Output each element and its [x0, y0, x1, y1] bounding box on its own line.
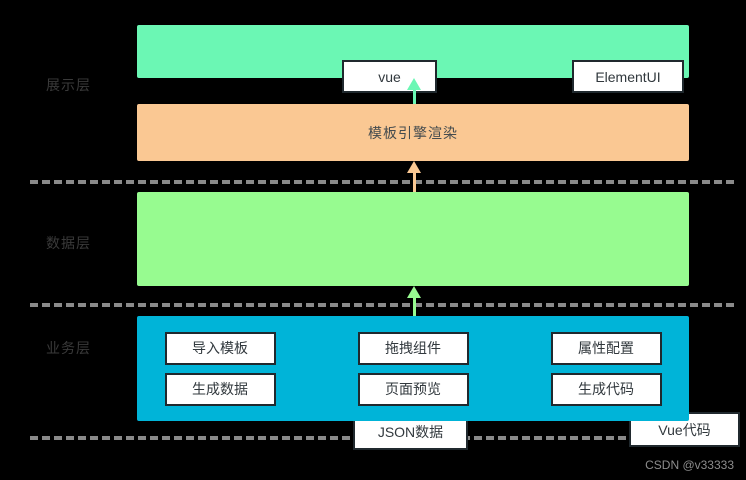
layer-label-presentation: 展示层	[46, 77, 91, 93]
arrow-shaft	[412, 171, 416, 202]
arrowhead-icon	[407, 161, 421, 173]
arrowhead-icon	[407, 78, 421, 90]
separator-data-business	[30, 303, 734, 307]
block-template-engine: 模板引擎渲染	[137, 104, 689, 161]
layer-label-data: 数据层	[46, 235, 91, 251]
block-business-layer: 导入模板 拖拽组件 属性配置 生成数据 页面预览 生成代码	[137, 316, 689, 421]
template-engine-label: 模板引擎渲染	[368, 124, 458, 141]
node-generate-code[interactable]: 生成代码	[550, 372, 662, 406]
layer-label-business: 业务层	[46, 340, 91, 356]
watermark: CSDN @v33333	[645, 458, 734, 472]
node-page-preview[interactable]: 页面预览	[357, 372, 469, 406]
block-data-layer: JSON数据 Vue代码	[137, 192, 740, 450]
node-property-config[interactable]: 属性配置	[550, 331, 662, 365]
arrow-shaft	[412, 88, 416, 114]
arrow-shaft	[412, 296, 416, 326]
block-frameworks: vue ElementUI	[137, 25, 689, 93]
arrowhead-icon	[407, 286, 421, 298]
node-elementui[interactable]: ElementUI	[572, 60, 684, 93]
node-import-template[interactable]: 导入模板	[164, 331, 276, 365]
separator-presentation-data	[30, 180, 734, 184]
business-row-top: 导入模板 拖拽组件 属性配置	[137, 331, 689, 365]
node-drag-component[interactable]: 拖拽组件	[357, 331, 469, 365]
business-row-bottom: 生成数据 页面预览 生成代码	[137, 372, 689, 406]
node-vue[interactable]: vue	[342, 60, 437, 93]
node-generate-data[interactable]: 生成数据	[164, 372, 276, 406]
